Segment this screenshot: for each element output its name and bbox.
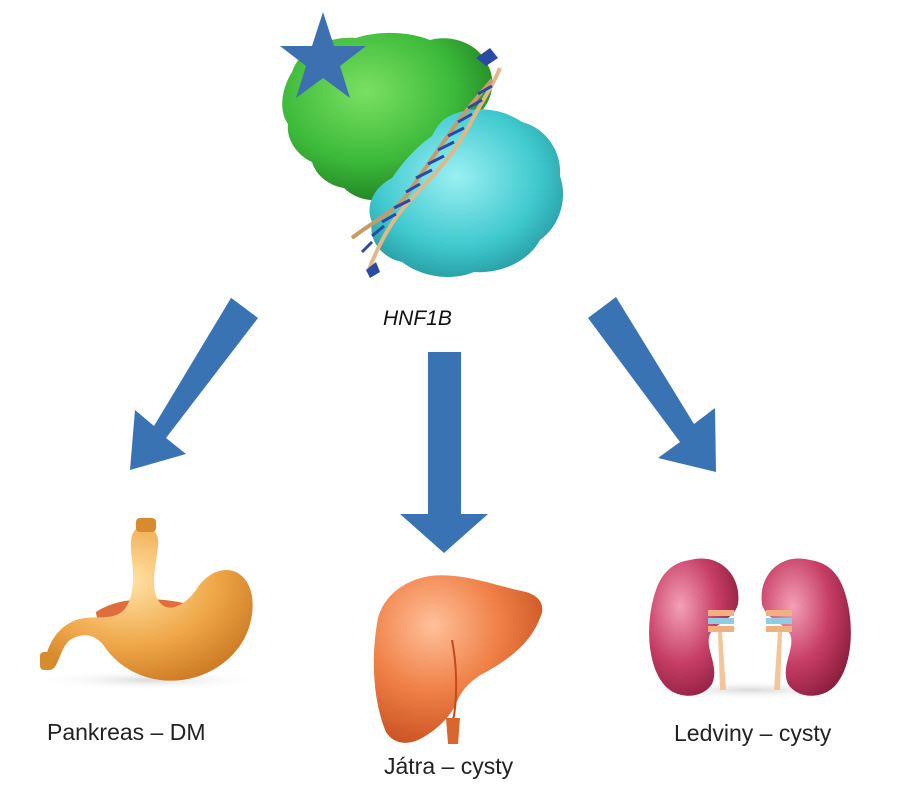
- organ-label-pancreas: Pankreas – DM: [47, 719, 206, 745]
- protein-dna-complex-icon: [280, 12, 564, 278]
- arrow-to-pancreas-icon: [130, 297, 258, 470]
- gene-label: HNF1B: [383, 307, 452, 330]
- arrow-to-liver-icon: [400, 352, 488, 553]
- star-icon: [280, 12, 366, 98]
- arrow-to-kidneys-icon: [588, 297, 716, 472]
- dna-helix: [350, 48, 502, 278]
- kidneys-icon: [635, 558, 865, 700]
- organ-label-liver: Játra – cysty: [384, 753, 514, 779]
- organ-label-kidneys: Ledviny – cysty: [674, 720, 832, 746]
- liver-icon: [373, 575, 543, 744]
- protein-cyan-lobe: [369, 109, 564, 277]
- stomach-pancreas-icon: [35, 518, 265, 690]
